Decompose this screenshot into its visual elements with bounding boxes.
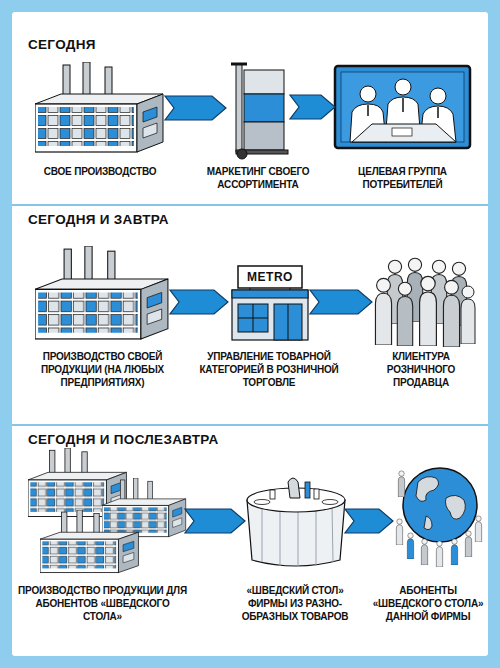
- store-sign: [238, 266, 302, 288]
- inner-panel: [12, 12, 488, 656]
- subscriber-figure: [407, 533, 413, 559]
- person-head: [360, 86, 376, 102]
- meeting-screen-illustration: [335, 66, 470, 148]
- store-sign-label: METRO: [238, 266, 302, 288]
- subscriber-figure: [451, 539, 457, 565]
- flow-arrow: [310, 290, 372, 314]
- truck-wheel: [237, 149, 247, 159]
- process-stage: МАРКЕТИНГ СВОЕГО АССОРТИМЕНТА: [226, 62, 290, 158]
- section-band: СЕГОДНЯ СВОЕ ПРОИЗВОДСТВО МАРКЕТИНГ СВОЕГО…: [18, 30, 482, 205]
- sign-post: [250, 288, 290, 290]
- stage-caption: УПРАВЛЕНИЕ ТОВАРНОЙ КАТЕГОРИЕЙ В РОЗНИЧН…: [189, 350, 349, 389]
- goods-box: [244, 94, 284, 122]
- subscriber-figure: [421, 539, 427, 565]
- flow-arrow: [290, 95, 335, 119]
- section-separator: [12, 424, 488, 426]
- customer-figure: [420, 276, 437, 346]
- stage-caption: МАРКЕТИНГ СВОЕГО АССОРТИМЕНТА: [193, 165, 323, 191]
- buffet-table-illustration: [247, 478, 345, 567]
- subscriber-figure: [396, 519, 402, 545]
- plate: [254, 500, 270, 505]
- meeting-table: [352, 124, 456, 142]
- section-band: СЕГОДНЯ И ЗАВТРА ПРОИЗВОДСТВО СВОЕЙ ПРОДУ…: [18, 205, 482, 425]
- cloth-fold: [262, 505, 333, 567]
- hand-truck-illustration: [231, 64, 288, 159]
- flow-arrow: [170, 290, 228, 314]
- section-separator: [12, 204, 488, 206]
- customer-figure: [375, 278, 391, 345]
- customer-figure: [443, 280, 459, 347]
- stage-caption: АБОНЕНТЫ «ШВЕДСКОГО СТОЛА» ДАННОЙ ФИРМЫ: [367, 584, 489, 623]
- factory-illustration: [35, 62, 163, 152]
- subscriber-figure: [398, 471, 404, 497]
- process-stage: СВОЕ ПРОИЗВОДСТВО: [35, 62, 165, 154]
- section-heading: СЕГОДНЯ: [28, 37, 96, 52]
- process-stage: АБОНЕНТЫ «ШВЕДСКОГО СТОЛА» ДАННОЙ ФИРМЫ: [393, 462, 483, 567]
- stage-caption: СВОЕ ПРОИЗВОДСТВО: [25, 165, 175, 178]
- factory-illustration: [40, 510, 138, 573]
- section-band: СЕГОДНЯ И ПОСЛЕЗАВТРАПРОИЗВОДСТВО ПРОДУК…: [18, 425, 482, 655]
- stage-caption: ПРОИЗВОДСТВО СВОЕЙ ПРОДУКЦИИ (НА ЛЮБЫХ П…: [23, 350, 183, 389]
- continent: [416, 477, 439, 502]
- stage-caption: ЦЕЛЕВАЯ ГРУППА ПОТРЕБИТЕЛЕЙ: [338, 165, 468, 191]
- bottle: [305, 482, 310, 498]
- process-stage: ЦЕЛЕВАЯ ГРУППА ПОТРЕБИТЕЛЕЙ: [335, 66, 470, 148]
- stage-caption: «ШВЕДСКИЙ СТОЛ» ФИРМЫ ИЗ РАЗНО- ОБРАЗНЫХ…: [229, 584, 361, 623]
- paper-sheet: [392, 128, 412, 136]
- continent: [446, 495, 466, 519]
- goods-box: [244, 70, 284, 94]
- truck-handle: [231, 63, 247, 66]
- section-heading: СЕГОДНЯ И ПОСЛЕЗАВТРА: [28, 432, 218, 447]
- subscriber-figure: [475, 516, 481, 542]
- glass: [314, 489, 319, 499]
- jug: [288, 478, 300, 498]
- store-awning: [232, 290, 308, 298]
- customer-figure: [397, 282, 412, 346]
- flow-arrow: [165, 96, 226, 120]
- person-tie: [368, 98, 438, 118]
- screen-inner: [341, 72, 464, 142]
- continent: [424, 516, 432, 530]
- factory-illustration: [35, 246, 168, 339]
- customer-figure: [461, 286, 475, 344]
- truck-pole: [236, 64, 242, 152]
- plate: [322, 500, 338, 505]
- flow-arrow: [185, 509, 245, 533]
- crowd-illustration: [375, 258, 475, 347]
- subscriber-figure: [465, 531, 471, 557]
- store-illustration: [232, 266, 308, 340]
- goods-box: [244, 122, 284, 150]
- stage-caption: ПРОИЗВОДСТВО ПРОДУКЦИИ ДЛЯ АБОНЕНТОВ «ШВ…: [18, 584, 188, 623]
- section-heading: СЕГОДНЯ И ЗАВТРА: [28, 212, 169, 227]
- person-head: [430, 88, 446, 104]
- window-frame: [238, 304, 288, 340]
- subscriber-figure: [436, 541, 442, 567]
- process-stage: ПРОИЗВОДСТВО ПРОДУКЦИИ ДЛЯ АБОНЕНТОВ «ШВ…: [20, 448, 185, 575]
- glass: [270, 490, 275, 499]
- process-stage: «ШВЕДСКИЙ СТОЛ» ФИРМЫ ИЗ РАЗНО- ОБРАЗНЫХ…: [245, 476, 345, 566]
- screen-frame: [335, 66, 470, 148]
- flow-arrow: [345, 509, 393, 533]
- person-head: [395, 79, 411, 95]
- process-stage: КЛИЕНТУРА РОЗНИЧНОГО ПРОДАВЦА: [372, 258, 470, 344]
- process-stage: ПРОИЗВОДСТВО СВОЕЙ ПРОДУКЦИИ (НА ЛЮБЫХ П…: [35, 246, 170, 341]
- store-building: [232, 290, 308, 340]
- stage-caption: КЛИЕНТУРА РОЗНИЧНОГО ПРОДАВЦА: [366, 350, 476, 389]
- globe: [403, 468, 477, 542]
- globe-illustration: [396, 468, 481, 567]
- factory-illustration: [102, 478, 186, 537]
